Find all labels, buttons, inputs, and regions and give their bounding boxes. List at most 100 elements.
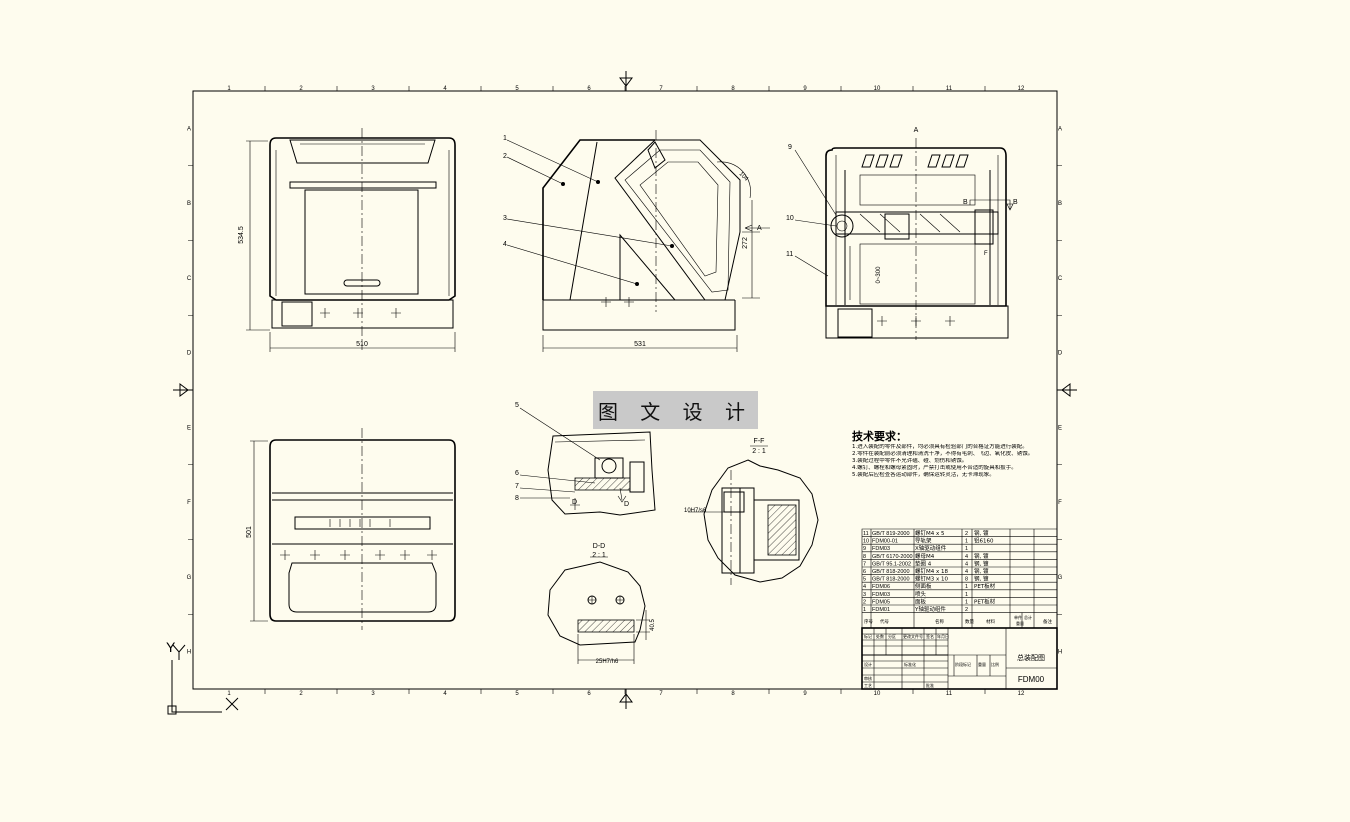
zone-col-label: 4 — [443, 86, 447, 92]
tech-note: 2.零件在装配前必须清理和清洗干净，不得有毛刺、飞边、氧化皮、锈蚀。 — [852, 451, 1034, 457]
tb-cell-count: 处数 — [876, 633, 884, 639]
zone-col-label: 3 — [371, 86, 375, 92]
bom-cell: 钢, 镀 — [974, 567, 989, 575]
zone-row-label: E — [1058, 425, 1062, 431]
bom-cell: 4 — [965, 569, 968, 575]
zone-col-label: 9 — [803, 691, 807, 697]
bom-cell: FDM01 — [872, 607, 890, 613]
tb-cell-process: 工艺 — [864, 683, 872, 688]
bom-cell: FDM03 — [872, 592, 890, 598]
dim-side-height: 272 — [742, 237, 749, 249]
zone-col-label: 2 — [299, 691, 303, 697]
bom-cell: PET板材 — [974, 597, 996, 605]
zone-row-label: F — [187, 500, 191, 506]
balloon-4: 4 — [503, 241, 507, 248]
side-view[interactable] — [506, 130, 770, 352]
zone-row-label: H — [187, 650, 191, 656]
bom-cell: 钢, 镀 — [974, 559, 989, 567]
bom-cell: 5 — [863, 577, 866, 583]
detail-b-view[interactable] — [519, 407, 656, 516]
section-ff-view[interactable] — [688, 445, 819, 585]
dim-side-angle: 104 — [738, 171, 750, 183]
zone-col-label: 12 — [1018, 691, 1025, 697]
section-dd-title: D-D — [593, 543, 605, 550]
bom-cell: 2 — [965, 607, 968, 613]
section-dd-view[interactable] — [547, 556, 650, 664]
bom-cell: 3 — [863, 592, 866, 598]
bom-cell: 10 — [863, 539, 869, 545]
watermark: 图 文 设 计 — [593, 391, 758, 429]
dim-right-range: 0~300 — [876, 266, 882, 284]
zone-row-label: A — [187, 126, 191, 132]
bom-cell: 11 — [863, 531, 869, 537]
bom-cell: 钢, 镀 — [974, 575, 989, 583]
zone-col-label: 12 — [1018, 86, 1025, 92]
zone-col-label: 7 — [659, 691, 663, 697]
zone-col-label: 9 — [803, 86, 807, 92]
bom-cell: FDM05 — [872, 599, 890, 605]
tb-cell-review: 审核 — [864, 675, 872, 681]
zone-col-label: 10 — [874, 86, 881, 92]
section-dd-scale: 2 : 1 — [592, 552, 606, 559]
tb-cell-weight: 重量 — [978, 661, 986, 667]
zone-row-label: A — [1058, 126, 1062, 132]
bom-cell: 1 — [863, 607, 866, 613]
tech-requirements-title: 技术要求： — [852, 430, 907, 443]
dim-front-height: 534.5 — [238, 226, 245, 244]
title-block-drawing-no: FDM00 — [1018, 675, 1045, 684]
ucs-icon — [167, 644, 239, 715]
zone-row-label: E — [187, 425, 191, 431]
view-label-b-left: B — [963, 199, 968, 206]
view-label-f: F — [984, 251, 988, 257]
dim-side-width: 531 — [634, 341, 646, 348]
view-label-d-left: D — [572, 499, 577, 506]
bom-header-no: 序号 — [864, 618, 873, 625]
front-view[interactable] — [246, 128, 456, 352]
tb-cell-mark: 标记 — [864, 633, 872, 639]
tech-note: 4.螺钉、螺栓和螺母紧固时，严禁打击或使用不合适的旋具和扳手。 — [852, 465, 1017, 471]
tech-note: 3.装配过程中零件不允许磕、碰、划伤和锈蚀。 — [852, 458, 968, 464]
bom-cell: 螺母M4 — [915, 552, 935, 560]
bom-cell: Y轴驱动组件 — [914, 605, 946, 613]
bom-cell: 1 — [965, 592, 968, 598]
bom-header-weight: 重量 — [1016, 620, 1024, 626]
zone-col-label: 1 — [227, 691, 231, 697]
bottom-center-mark — [619, 689, 633, 709]
bom-cell: GB/T 818-2000 — [872, 577, 910, 583]
section-ff-scale: 2 : 1 — [752, 448, 766, 455]
bom-cell: 2 — [965, 531, 968, 537]
dim-front-width: 510 — [356, 341, 368, 348]
bom-header-qty: 数量 — [965, 618, 974, 625]
zone-col-label: 6 — [587, 691, 591, 697]
tb-cell-stage: 阶段标记 — [955, 661, 971, 667]
dim-top-height: 501 — [246, 526, 253, 538]
bom-cell: 喷头 — [915, 590, 927, 598]
bom-cell: 1 — [965, 599, 968, 605]
bom-cell: 4 — [965, 554, 968, 560]
right-view[interactable] — [794, 138, 1014, 340]
bom-cell: 螺钉M4 x 5 — [915, 529, 945, 537]
bom-cell: 1 — [965, 584, 968, 590]
bom-cell: GB/T 819-2000 — [872, 531, 910, 537]
tb-cell-sign: 签名 — [926, 633, 934, 639]
zone-row-label: B — [1058, 201, 1062, 207]
tb-cell-standard: 标准化 — [904, 661, 916, 667]
bom-cell: 8 — [863, 554, 866, 560]
bom-header-name: 名称 — [935, 618, 944, 625]
zone-col-label: 7 — [659, 86, 663, 92]
dim-dd-size: 40.5 — [650, 619, 656, 631]
tb-cell-change: 更改文件号 — [903, 633, 923, 639]
top-view[interactable] — [250, 428, 456, 630]
balloon-6: 6 — [515, 470, 519, 477]
bom-cell: 螺钉M4 x 18 — [915, 567, 948, 575]
bom-cell: 7 — [863, 561, 866, 567]
bom-header-note: 备注 — [1043, 618, 1052, 625]
bom-cell: 侧面板 — [915, 582, 932, 590]
bom-cell: 垫圈 4 — [915, 559, 932, 567]
bom-cell: 面板 — [915, 597, 927, 605]
tb-cell-zone: 分区 — [888, 633, 896, 639]
zone-row-label: D — [187, 351, 192, 357]
